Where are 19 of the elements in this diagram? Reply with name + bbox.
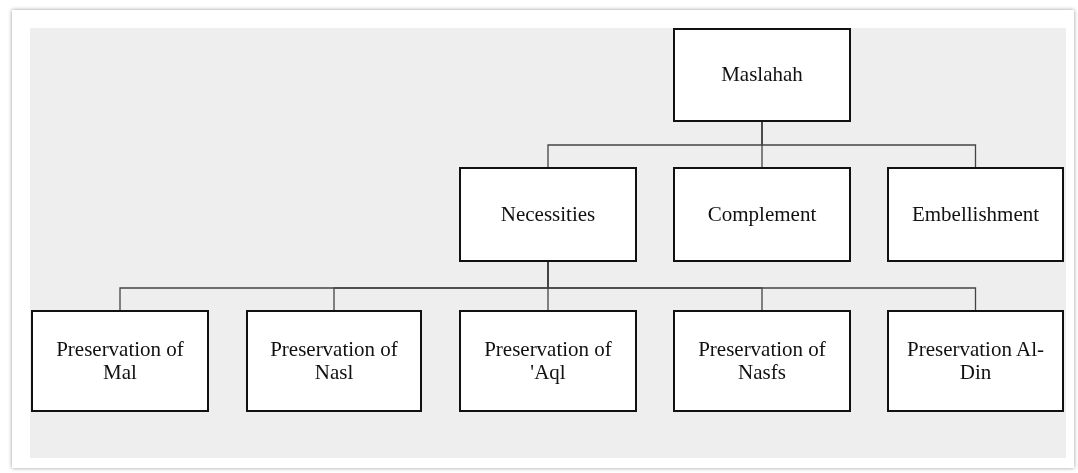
node-label: Preservation of 'Aql (483, 337, 613, 385)
node-label: Preservation of Nasl (269, 337, 399, 385)
node-label: Preservation Al-Din (905, 337, 1046, 385)
category-box (459, 167, 637, 262)
node-label: Embellishment (911, 202, 1040, 227)
category-box (459, 310, 637, 412)
category-box (31, 310, 209, 412)
connector-line (761, 121, 977, 168)
node-label: Complement (707, 202, 817, 227)
category-box (246, 310, 422, 412)
node-label: Necessities (500, 202, 596, 227)
node-label: Preservation of Mal (55, 337, 185, 385)
category-box (673, 167, 851, 262)
category-box (673, 310, 851, 412)
category-box (673, 28, 851, 122)
node-label: Maslahah (721, 63, 803, 87)
node-label: Preservation of Nasfs (697, 337, 827, 385)
category-box (887, 310, 1064, 412)
category-box (887, 167, 1064, 262)
